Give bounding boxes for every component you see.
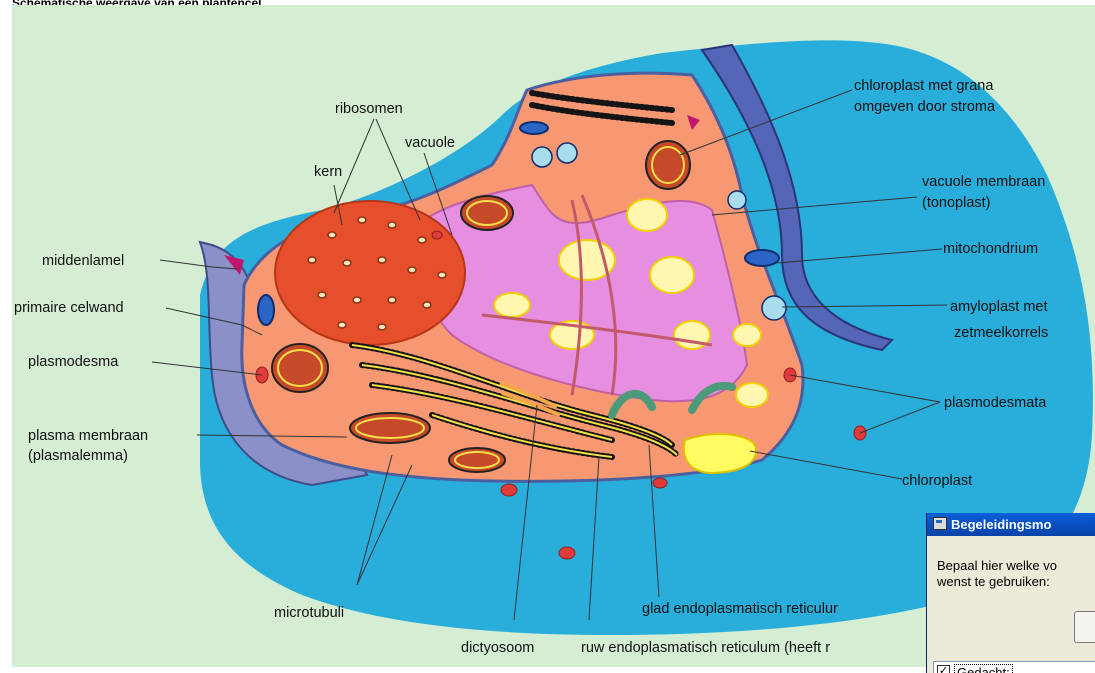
dialog-message-line2: wenst te gebruiken: [937, 574, 1095, 590]
label-primaire-celwand: primaire celwand [14, 300, 124, 316]
label-plasmodesma: plasmodesma [28, 354, 119, 370]
dialog-button[interactable] [1074, 611, 1095, 643]
label-stroma: omgeven door stroma [854, 99, 996, 115]
label-microtubuli: microtubuli [274, 605, 344, 621]
dialog-title-bar[interactable]: Begeleidingsmo [927, 513, 1095, 536]
dialog-message: Bepaal hier welke vo wenst te gebruiken: [937, 558, 1095, 590]
label-zetmeelkorrels: zetmeelkorrels [954, 325, 1048, 341]
chloroplast-yellow [684, 434, 756, 473]
label-ribosomen: ribosomen [335, 101, 403, 117]
label-chloroplast-grana: chloroplast met grana [854, 78, 994, 94]
label-chloroplast: chloroplast [902, 473, 972, 489]
app-window-icon [933, 517, 947, 530]
label-tonoplast: (tonoplast) [922, 195, 991, 211]
label-dictyosoom: dictyosoom [461, 640, 534, 656]
label-vacuole: vacuole [405, 135, 455, 151]
guidance-dialog: Begeleidingsmo Bepaal hier welke vo wens… [926, 513, 1095, 673]
label-kern: kern [314, 164, 342, 180]
dialog-title: Begeleidingsmo [951, 517, 1051, 532]
label-plasma-membraan: plasma membraan [28, 428, 148, 444]
dialog-message-line1: Bepaal hier welke vo [937, 558, 1095, 574]
label-mitochondrium: mitochondrium [943, 241, 1038, 257]
label-plasmalemma: (plasmalemma) [28, 448, 128, 464]
label-glad-er: glad endoplasmatisch reticulur [642, 601, 838, 617]
nucleus [275, 201, 465, 345]
label-ruw-er: ruw endoplasmatisch reticulum (heeft r [581, 640, 830, 656]
option-label[interactable]: Gedacht: [954, 664, 1013, 673]
option-checkbox[interactable]: ✓ [937, 665, 950, 673]
label-middenlamel: middenlamel [42, 253, 124, 269]
label-plasmodesmata: plasmodesmata [944, 395, 1047, 411]
label-amyloplast: amyloplast met [950, 299, 1048, 315]
dialog-option-list[interactable]: ✓ Gedacht: [933, 661, 1095, 673]
label-vacuole-membraan: vacuole membraan [922, 174, 1045, 190]
